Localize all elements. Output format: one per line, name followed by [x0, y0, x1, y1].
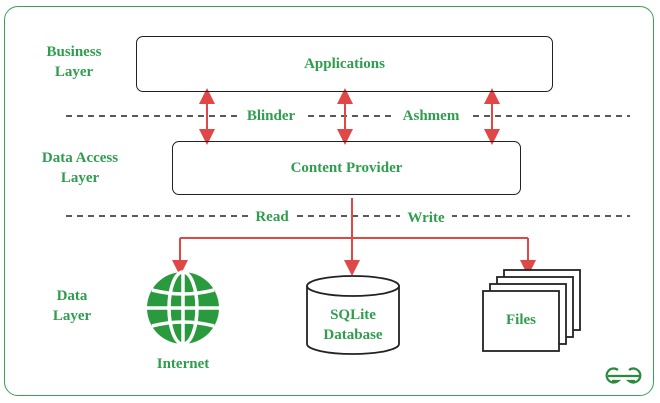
gg-logo: [605, 367, 642, 384]
blinder-label: Blinder: [238, 106, 304, 126]
data-access-layer-label: Data Access Layer: [41, 150, 119, 186]
internet-label: Internet: [156, 356, 210, 372]
content-provider-label: Content Provider: [290, 159, 403, 176]
data-layer-label: Data Layer: [52, 288, 92, 324]
read-label: Read: [250, 207, 294, 227]
business-layer-label: Business Layer: [46, 44, 102, 80]
files-label: Files: [506, 312, 536, 328]
sqlite-label: SQLite Database: [323, 307, 383, 343]
content-provider-box: Content Provider: [172, 141, 521, 195]
applications-box: Applications: [136, 36, 553, 92]
ashmem-label: Ashmem: [394, 106, 468, 126]
write-label: Write: [400, 208, 452, 228]
diagram-frame: [4, 6, 654, 396]
globe-icon: [147, 270, 219, 346]
files-icon: [482, 269, 581, 352]
database-icon: [306, 275, 400, 355]
applications-label: Applications: [304, 55, 385, 72]
